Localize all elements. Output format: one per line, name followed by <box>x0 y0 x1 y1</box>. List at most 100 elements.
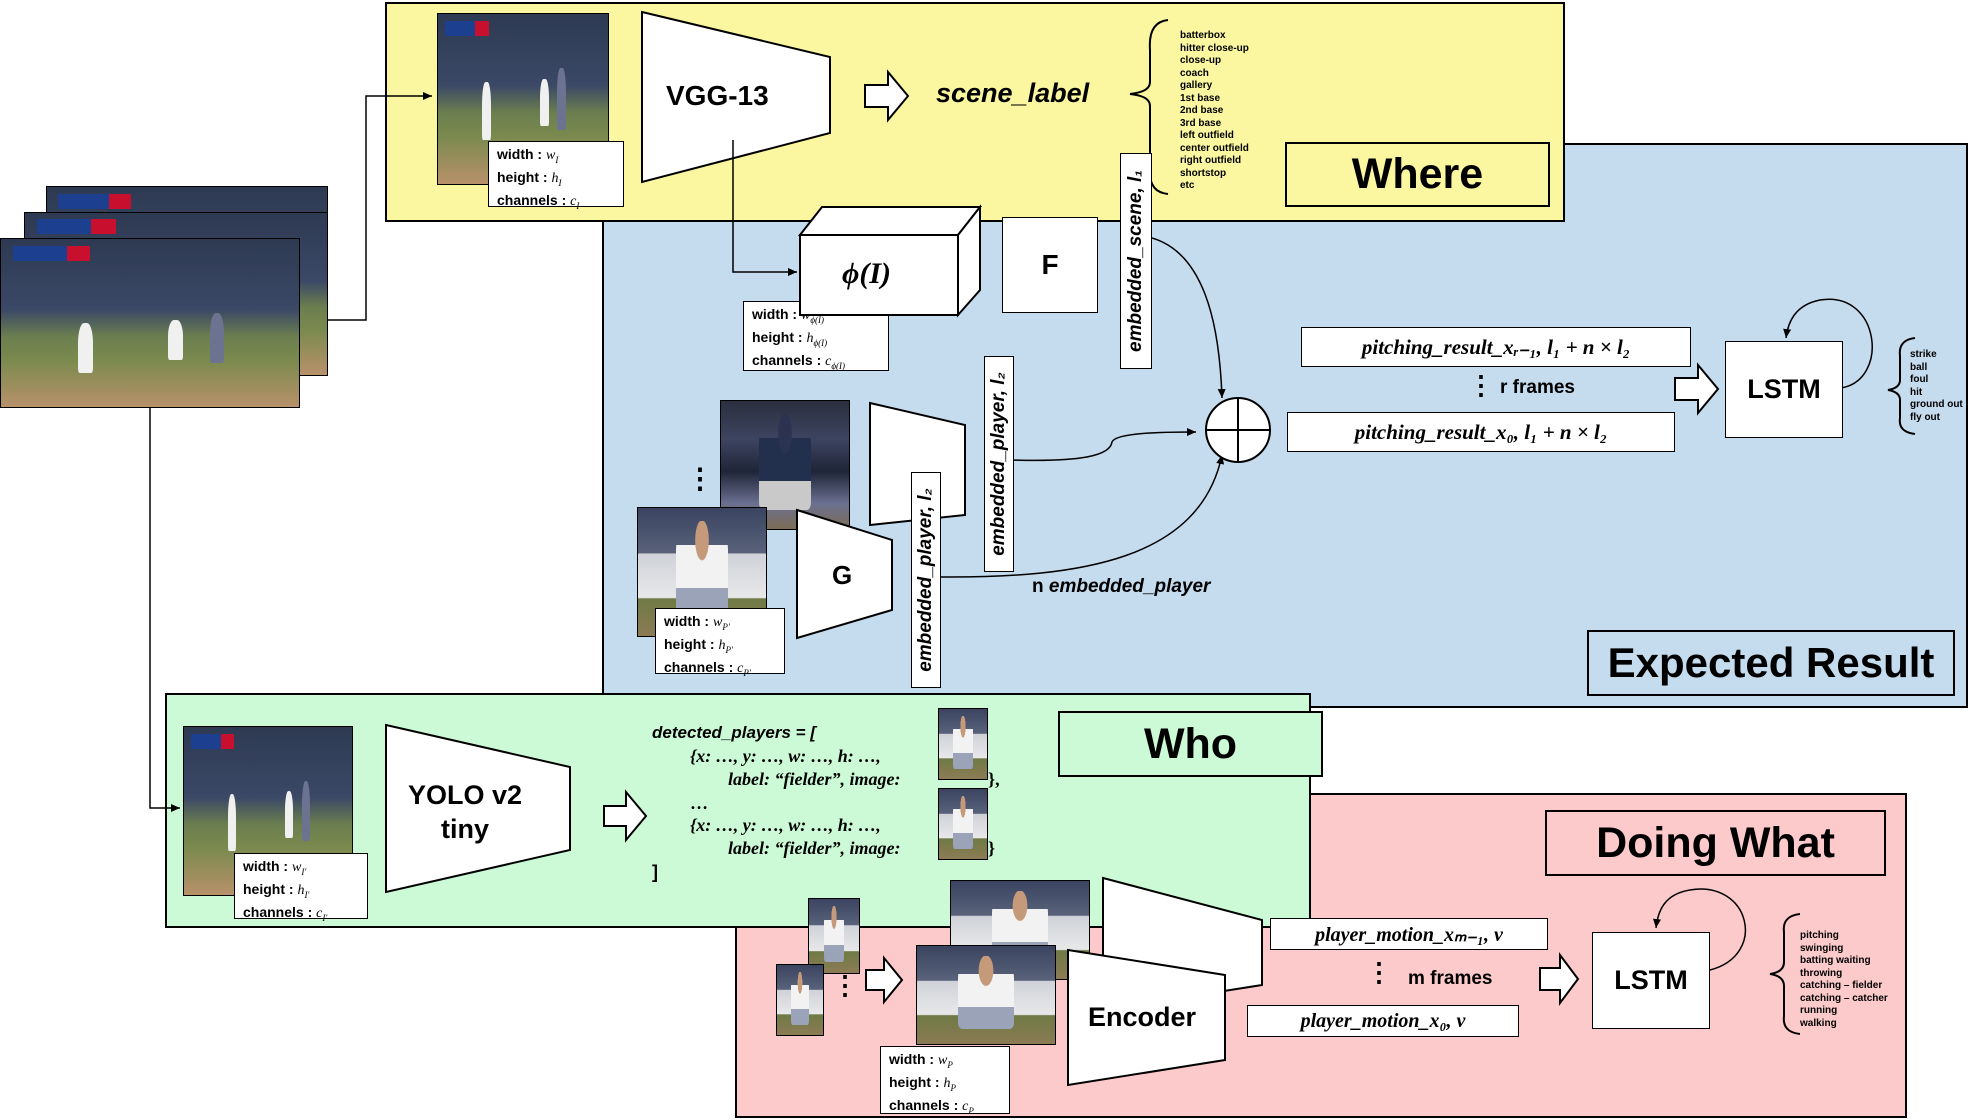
detected-image-2 <box>938 788 988 860</box>
scene-label-text: scene_label <box>936 78 1090 108</box>
detected-players-open: detected_players = [ <box>652 723 816 742</box>
motion-item: walking <box>1800 1017 1837 1029</box>
lstm-bottom-block: LSTM <box>1592 932 1710 1029</box>
detected-player-1-label: label: “fielder”, image: <box>728 769 901 789</box>
f-block: F <box>1002 217 1098 313</box>
detected-image-1 <box>938 708 988 780</box>
who-frame-dimensions: width : wI' height : hI' channels : cI' <box>234 853 368 922</box>
motion-crop-vdots: ⋮ <box>832 970 858 1000</box>
scene-label-list: batterbox hitter close-up close-up coach… <box>1180 30 1249 193</box>
lstm-bottom-loop <box>1653 888 1747 971</box>
vgg13-block <box>641 10 831 184</box>
block-arrow-lstm-top <box>1674 362 1720 416</box>
motion-item: throwing <box>1800 967 1843 979</box>
embedded-player-label-a: embedded_player, l₂ <box>984 356 1014 572</box>
encoder-label: Encoder <box>1088 1002 1197 1032</box>
scene-item: 3rd base <box>1180 117 1222 129</box>
player-crop-dimensions: width : wP' height : hP' channels : cP' <box>655 608 785 677</box>
embedded-player-label-b: embedded_player, l₂ <box>911 472 941 688</box>
g-block <box>796 508 893 640</box>
detected-player-1-coords: {x: …, y: …, w: …, h: …, <box>690 746 881 766</box>
result-list: strike ball foul hit ground out fly out <box>1910 349 1963 424</box>
detected-player-2-label: label: “fielder”, image: <box>728 838 901 858</box>
scene-item: 2nd base <box>1180 105 1224 116</box>
scene-item: close-up <box>1180 55 1222 66</box>
scene-item: etc <box>1180 180 1195 191</box>
scene-item: right outfield <box>1180 155 1242 166</box>
scene-item: center outfield <box>1180 142 1249 154</box>
motion-item: swinging <box>1800 942 1844 954</box>
r-frames-label: r frames <box>1500 377 1575 398</box>
scene-item: coach <box>1180 67 1209 79</box>
pitching-result-top: pitching_result_xᵣ₋₁, l₁ + n × l₂ <box>1301 327 1691 367</box>
motion-item: pitching <box>1800 930 1839 941</box>
player-motion-top: player_motion_xₘ₋₁, v <box>1270 918 1548 950</box>
result-item: ground out <box>1910 399 1963 410</box>
block-arrow-scene <box>864 69 910 123</box>
motion-crop-small-front <box>776 964 824 1036</box>
motion-list-brace <box>1769 913 1801 1035</box>
block-arrow-yolo <box>603 789 648 843</box>
embedded-scene-label: embedded_scene, l₁ <box>1120 153 1152 369</box>
scene-item: batterbox <box>1180 30 1226 41</box>
pitching-vdots: ⋮ <box>1468 370 1494 400</box>
input-frame-front <box>0 238 300 408</box>
lstm-top-loop <box>1783 298 1873 389</box>
detected-player-2-end: } <box>988 838 996 858</box>
sum-operator <box>1205 397 1271 463</box>
g-label: G <box>832 560 853 590</box>
scene-item: 1st base <box>1180 92 1221 104</box>
phi-box-front <box>799 234 959 316</box>
detected-player-2-coords: {x: …, y: …, w: …, h: …, <box>690 815 881 835</box>
scene-item: hitter close-up <box>1180 42 1249 54</box>
scene-item: left outfield <box>1180 130 1234 141</box>
motion-list: pitching swinging batting waiting throwi… <box>1800 930 1888 1030</box>
yolo-block <box>385 723 571 894</box>
yolo-label: YOLO v2 tiny <box>407 780 523 844</box>
phi-label: ϕ(I) <box>842 257 892 290</box>
vgg13-label: VGG-13 <box>666 80 769 111</box>
player-motion-bottom: player_motion_x₀, v <box>1247 1005 1519 1037</box>
result-item: ball <box>1910 361 1928 373</box>
motion-item: batting waiting <box>1800 955 1871 966</box>
result-item: foul <box>1910 374 1929 385</box>
scene-item: gallery <box>1180 80 1213 91</box>
doing-what-title: Doing What <box>1545 810 1886 876</box>
where-frame-dimensions: width : wI height : hI channels : cI <box>488 141 624 210</box>
expected-result-title: Expected Result <box>1587 630 1955 696</box>
motion-crop-dimensions: width : wP height : hP channels : cP <box>880 1046 1010 1115</box>
connector-scene-to-sum <box>1129 234 1226 399</box>
motion-item: catching – catcher <box>1800 992 1888 1004</box>
encoder-block <box>1067 948 1226 1087</box>
phi-box-top <box>797 206 983 236</box>
motion-item: catching – fielder <box>1800 980 1883 991</box>
motion-crop-large-front <box>916 945 1056 1045</box>
where-title: Where <box>1285 142 1550 207</box>
motion-vdots: ⋮ <box>1366 957 1392 987</box>
result-item: fly out <box>1910 411 1940 423</box>
m-frames-label: m frames <box>1408 968 1493 989</box>
result-list-brace <box>1887 337 1916 435</box>
motion-crop-small-back <box>808 898 860 974</box>
motion-item: running <box>1800 1005 1838 1016</box>
connector-player-b-to-sum <box>939 454 1225 578</box>
connector-vgg-to-phi <box>732 140 797 276</box>
detected-players-close: ] <box>652 862 658 882</box>
connector-input-to-where <box>328 92 432 321</box>
who-title: Who <box>1058 711 1323 777</box>
block-arrow-lstm-bottom <box>1539 952 1580 1006</box>
connector-input-to-who <box>149 408 180 812</box>
detected-players-ellipsis: … <box>690 793 708 813</box>
block-arrow-motion <box>865 955 904 1005</box>
g-block-back <box>869 401 966 527</box>
result-item: hit <box>1910 386 1923 398</box>
connector-player-a-to-sum <box>1011 428 1197 462</box>
lstm-top-block: LSTM <box>1725 341 1843 438</box>
pitching-result-bottom: pitching_result_x₀, l₁ + n × l₂ <box>1287 412 1675 452</box>
result-item: strike <box>1910 349 1937 360</box>
player-crop-vdots: ⋮ <box>686 463 714 494</box>
n-embedded-player-label: n embedded_player <box>1032 576 1211 597</box>
scene-item: shortstop <box>1180 167 1227 179</box>
